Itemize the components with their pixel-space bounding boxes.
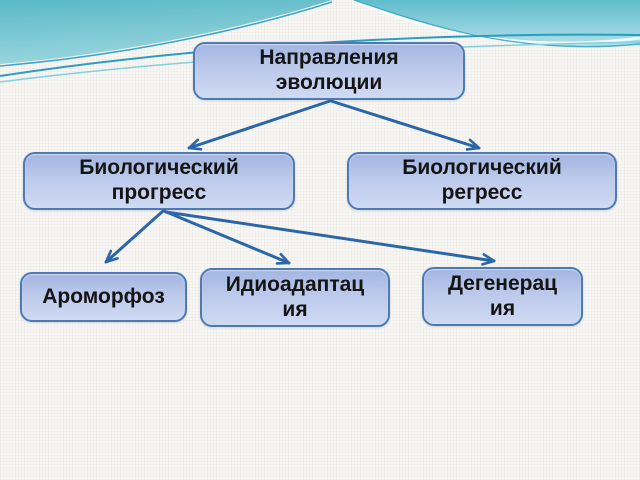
node-aromorphosis: Ароморфоз (20, 272, 187, 322)
node-text-line: Дегенерац (447, 271, 558, 295)
node-directions-of-evolution: Направления эволюции (193, 42, 465, 100)
arrow-progress-to-idioadaptation (162, 209, 291, 265)
node-text-line: Биологический (402, 156, 562, 180)
node-text-line: Направления (259, 46, 399, 70)
node-text-line: ия (282, 297, 308, 321)
node-text-line: эволюции (275, 71, 383, 94)
node-text-line: Биологический (79, 156, 239, 180)
node-text-line: Идиоадаптац (225, 272, 365, 296)
arrow-progress-to-degeneration (164, 210, 496, 266)
node-text-line: ия (489, 296, 516, 320)
node-text-line: прогресс (111, 181, 207, 204)
wave-left-mass (0, 0, 332, 64)
node-biological-regress: Биологический регресс (347, 152, 617, 210)
node-biological-progress: Биологический прогресс (23, 152, 295, 210)
node-text-line: регресс (441, 181, 523, 204)
node-degeneration: Дегенерац ия (422, 267, 583, 326)
arrow-progress-to-aromorphosis (104, 209, 165, 264)
wave-left-edge-line (0, 1, 333, 67)
node-text-line: Ароморфоз (42, 284, 165, 308)
node-idioadaptation: Идиоадаптац ия (200, 268, 390, 327)
